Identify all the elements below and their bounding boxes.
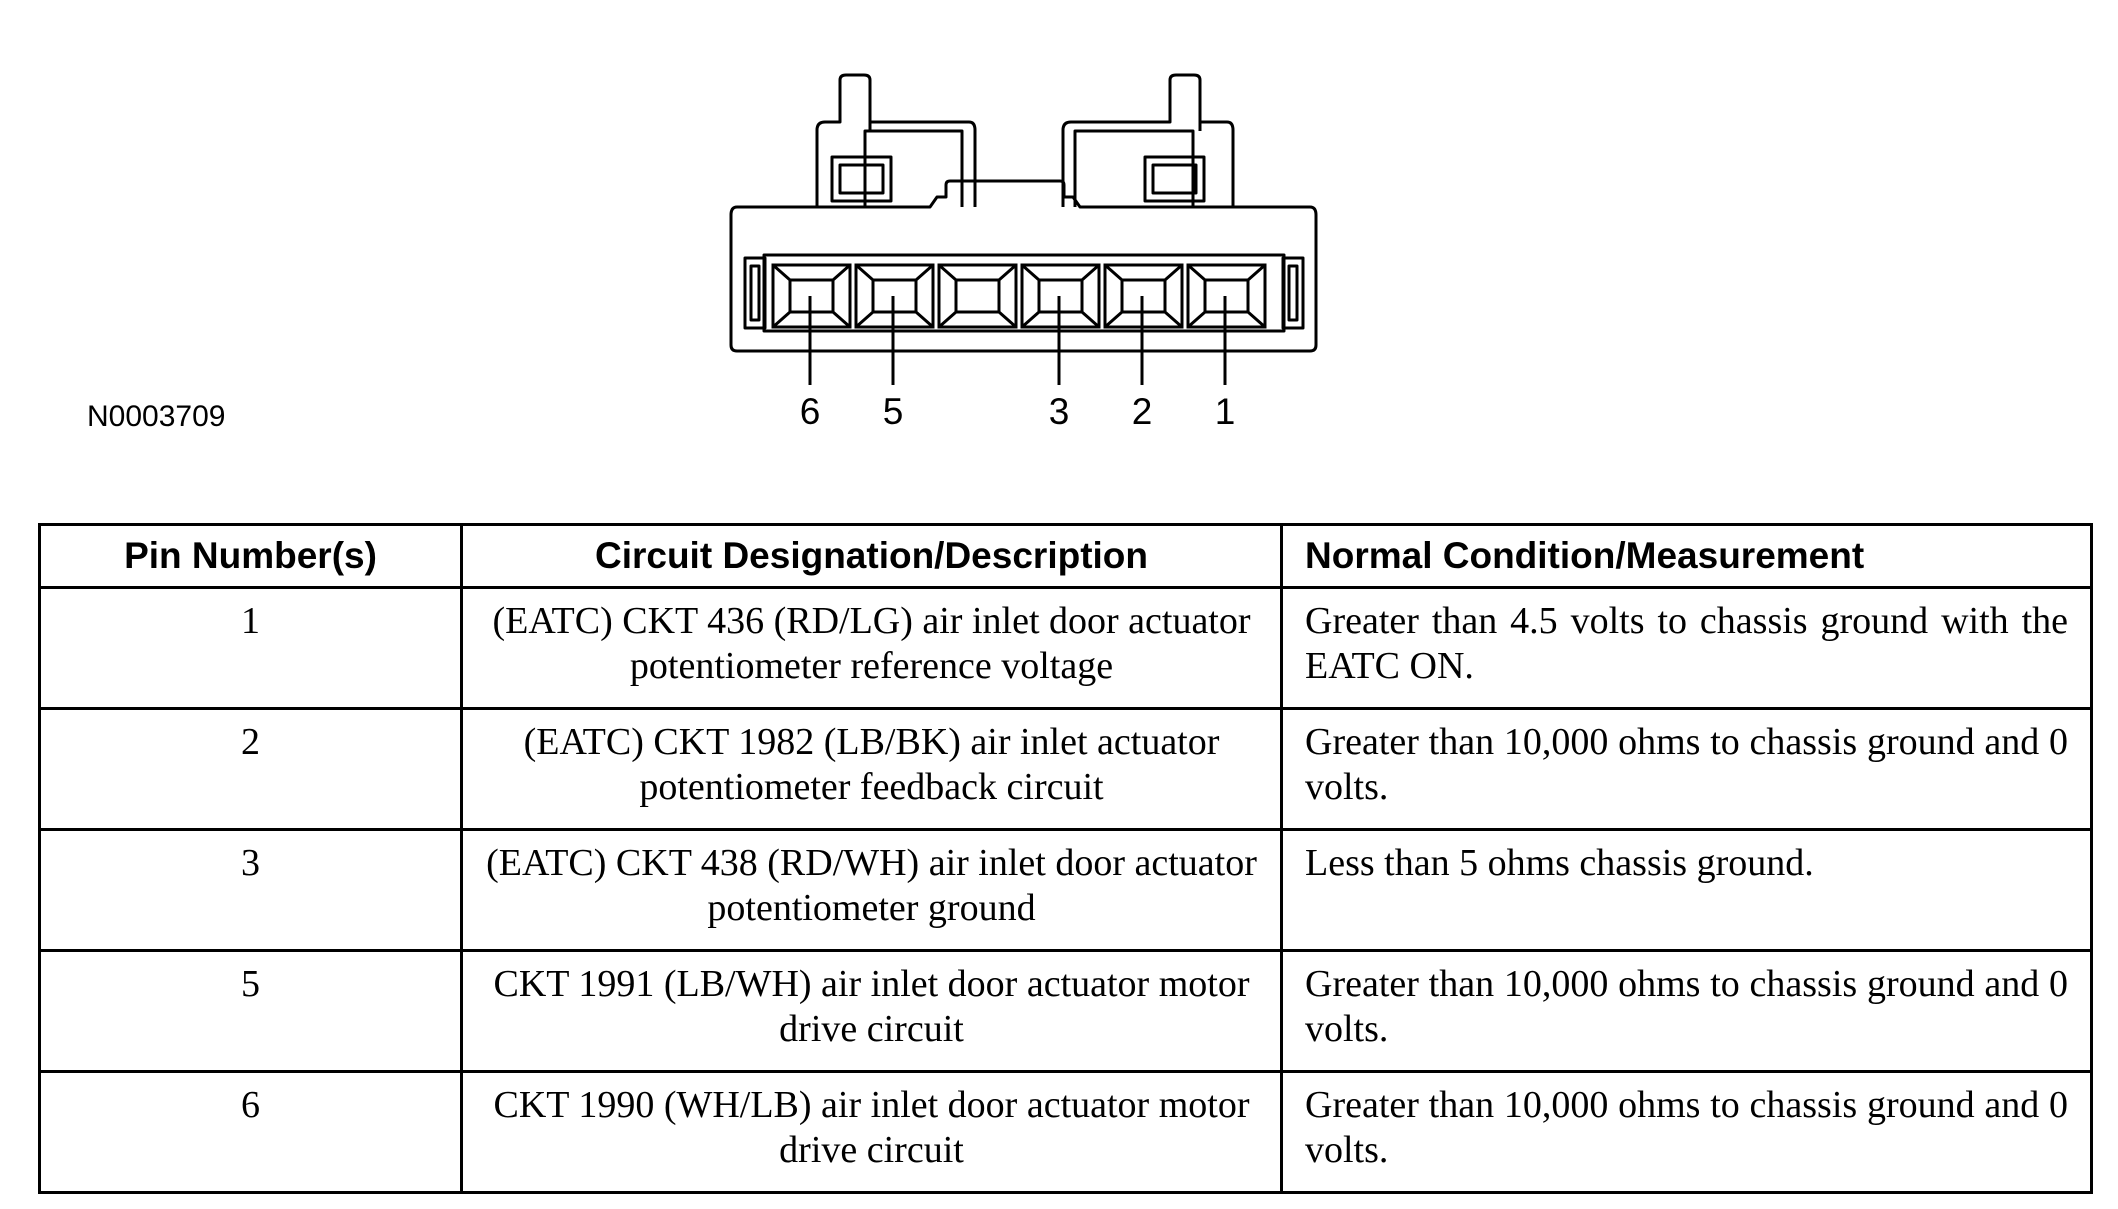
pin-callout: 2 — [1132, 391, 1153, 432]
header-normal-condition: Normal Condition/Measurement — [1280, 523, 2093, 589]
pin-number-cell: 2 — [38, 707, 463, 831]
circuit-description-cell: CKT 1990 (WH/LB) air inlet door actuator… — [460, 1070, 1283, 1194]
table-header-row: Pin Number(s) Circuit Designation/Descri… — [38, 523, 2093, 589]
connector-diagram: 6 5 3 2 1 — [729, 73, 1318, 432]
normal-condition-cell: Greater than 10,000 ohms to chassis grou… — [1280, 1070, 2093, 1194]
normal-condition-cell: Greater than 4.5 volts to chassis ground… — [1280, 586, 2093, 710]
pin-number-cell: 3 — [38, 828, 463, 952]
figure-reference-code: N0003709 — [87, 400, 226, 433]
pin-callout-labels: 6 5 3 2 1 — [800, 391, 1236, 432]
circuit-description-cell: CKT 1991 (LB/WH) air inlet door actuator… — [460, 949, 1283, 1073]
right-key — [1281, 256, 1305, 330]
pin-table: Pin Number(s) Circuit Designation/Descri… — [38, 523, 2093, 1194]
normal-condition-cell: Greater than 10,000 ohms to chassis grou… — [1280, 949, 2093, 1073]
terminal-cavities — [771, 263, 1267, 329]
pin-callout: 5 — [883, 391, 904, 432]
pin-number-cell: 1 — [38, 586, 463, 710]
normal-condition-cell: Less than 5 ohms chassis ground. — [1280, 828, 2093, 952]
header-pin-number: Pin Number(s) — [38, 523, 463, 589]
circuit-description-cell: (EATC) CKT 1982 (LB/BK) air inlet actuat… — [460, 707, 1283, 831]
pin-leader-lines — [808, 296, 1227, 385]
pin-callout: 6 — [800, 391, 821, 432]
table-row: 3(EATC) CKT 438 (RD/WH) air inlet door a… — [38, 828, 2093, 952]
left-key — [743, 256, 767, 330]
pin-number-cell: 5 — [38, 949, 463, 1073]
circuit-description-cell: (EATC) CKT 438 (RD/WH) air inlet door ac… — [460, 828, 1283, 952]
pin-number-cell: 6 — [38, 1070, 463, 1194]
header-circuit-description: Circuit Designation/Description — [460, 523, 1283, 589]
normal-condition-cell: Greater than 10,000 ohms to chassis grou… — [1280, 707, 2093, 831]
pin-callout: 1 — [1215, 391, 1236, 432]
connector-housing — [729, 179, 1318, 353]
left-latch — [815, 73, 977, 207]
right-latch — [1061, 73, 1235, 207]
terminal-cavity — [937, 263, 1018, 329]
table-row: 1(EATC) CKT 436 (RD/LG) air inlet door a… — [38, 586, 2093, 710]
table-row: 2(EATC) CKT 1982 (LB/BK) air inlet actua… — [38, 707, 2093, 831]
circuit-description-cell: (EATC) CKT 436 (RD/LG) air inlet door ac… — [460, 586, 1283, 710]
pin-callout: 3 — [1049, 391, 1070, 432]
table-body: 1(EATC) CKT 436 (RD/LG) air inlet door a… — [38, 586, 2093, 1194]
